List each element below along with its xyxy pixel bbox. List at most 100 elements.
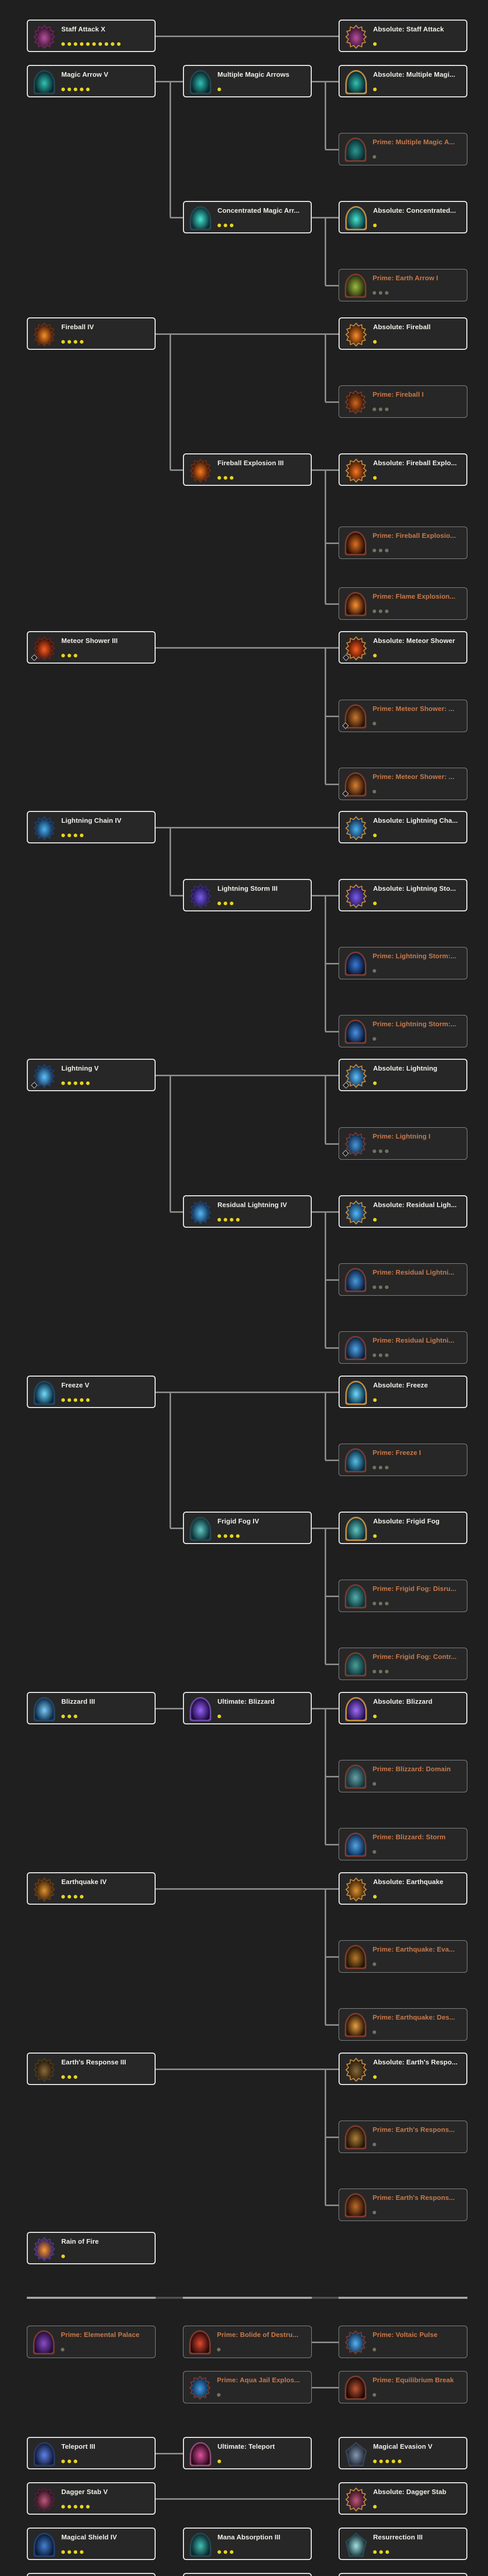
skill-card-staff-attack-x[interactable]: Staff Attack X	[27, 20, 156, 52]
skill-card-multiple-magic-arrows[interactable]: Multiple Magic Arrows	[183, 65, 312, 97]
skill-card-earthquake-iv[interactable]: Earthquake IV	[27, 1872, 156, 1905]
skill-card-lightning-v[interactable]: Lightning V	[27, 1059, 156, 1091]
skill-card-ultimate-teleport[interactable]: Ultimate: Teleport	[183, 2437, 312, 2469]
skill-title: Prime: Freeze I	[373, 1449, 421, 1456]
skill-card-prime-frigid-fog-disru[interactable]: Prime: Frigid Fog: Disru...	[339, 1580, 467, 1612]
skill-card-absolute-meteor-shower[interactable]: Absolute: Meteor Shower	[339, 631, 467, 664]
skill-icon-art	[346, 1337, 365, 1359]
skill-card-prime-lightning-storm[interactable]: Prime: Lightning Storm:...	[339, 1015, 467, 1047]
awakening-diamond-badge-icon	[343, 654, 349, 661]
skill-card-absolute-earth-s-respo[interactable]: Absolute: Earth's Respo...	[339, 2053, 467, 2085]
skill-card-freeze-v[interactable]: Freeze V	[27, 1376, 156, 1408]
skill-card-prime-multiple-magic-a[interactable]: Prime: Multiple Magic A...	[339, 133, 467, 165]
skill-title: Prime: Earth's Respons...	[373, 2126, 455, 2133]
skill-icon-art	[191, 1202, 210, 1223]
skill-card-absolute-concentrated[interactable]: Absolute: Concentrated...	[339, 201, 467, 233]
skill-card-prime-blizzard-storm[interactable]: Prime: Blizzard: Storm	[339, 1828, 467, 1860]
skill-title: Absolute: Lightning	[373, 1064, 437, 1072]
skill-card-fireball-explosion-iii[interactable]: Fireball Explosion III	[183, 453, 312, 486]
skill-card-prime-flame-explosion[interactable]: Prime: Flame Explosion...	[339, 587, 467, 620]
skill-level-dots	[373, 1037, 466, 1041]
section-divider	[339, 2297, 467, 2299]
skill-card-absolute-dagger-stab[interactable]: Absolute: Dagger Stab	[339, 2482, 467, 2515]
skill-card-prime-residual-lightni[interactable]: Prime: Residual Lightni...	[339, 1263, 467, 1296]
skill-card-fireball-iv[interactable]: Fireball IV	[27, 317, 156, 350]
skill-card-prime-earthquake-des[interactable]: Prime: Earthquake: Des...	[339, 2008, 467, 2041]
skill-card-mana-absorption-iii[interactable]: Mana Absorption III	[183, 2528, 312, 2560]
level-dot-filled	[74, 42, 77, 46]
skill-card-resurrection-iii[interactable]: Resurrection III	[339, 2528, 467, 2560]
skill-card-prime-freeze-i[interactable]: Prime: Freeze I	[339, 1444, 467, 1476]
skill-card-prime-meteor-shower[interactable]: Prime: Meteor Shower: ...	[339, 700, 467, 732]
skill-card-prime-fireball-i[interactable]: Prime: Fireball I	[339, 385, 467, 418]
skill-level-dots	[373, 2393, 466, 2397]
skill-card-meteor-shower-iii[interactable]: Meteor Shower III	[27, 631, 156, 664]
skill-card-absolute-fireball-explo[interactable]: Absolute: Fireball Explo...	[339, 453, 467, 486]
fireball-iv-icon	[33, 323, 55, 347]
skill-card-prime-lightning-storm[interactable]: Prime: Lightning Storm:...	[339, 947, 467, 979]
skill-card-absolute-freeze[interactable]: Absolute: Freeze	[339, 1376, 467, 1408]
skill-card-healing-lighthouse-iv[interactable]: Healing Lighthouse IV	[339, 2573, 467, 2576]
skill-title: Lightning Chain IV	[61, 817, 122, 824]
skill-card-prime-meteor-shower[interactable]: Prime: Meteor Shower: ...	[339, 768, 467, 800]
skill-level-dots	[217, 1218, 311, 1222]
skill-card-absolute-lightning-sto[interactable]: Absolute: Lightning Sto...	[339, 879, 467, 911]
level-dot-empty	[385, 1602, 389, 1605]
skill-card-prime-frigid-fog-contr[interactable]: Prime: Frigid Fog: Contr...	[339, 1648, 467, 1680]
skill-card-prime-equilibrium-break[interactable]: Prime: Equilibrium Break	[339, 2371, 467, 2403]
skill-card-absolute-staff-attack[interactable]: Absolute: Staff Attack	[339, 20, 467, 52]
skill-card-prime-bolide-of-destru[interactable]: Prime: Bolide of Destru...	[183, 2326, 312, 2358]
skill-card-absolute-lightning-cha[interactable]: Absolute: Lightning Cha...	[339, 811, 467, 843]
skill-card-frigid-fog-iv[interactable]: Frigid Fog IV	[183, 1512, 312, 1544]
skill-card-absolute-lightning[interactable]: Absolute: Lightning	[339, 1059, 467, 1091]
skill-card-prime-aqua-jail-explos[interactable]: Prime: Aqua Jail Explos...	[183, 2371, 312, 2403]
skill-card-healing-aura-v[interactable]: Healing Aura V	[183, 2573, 312, 2576]
skill-card-prime-earthquake-eva[interactable]: Prime: Earthquake: Eva...	[339, 1940, 467, 1973]
prime-earthquake-eva-icon	[345, 1945, 366, 1969]
prime-residual-lightni-icon	[345, 1336, 366, 1360]
skill-icon-art	[347, 26, 365, 47]
skill-card-prime-residual-lightni[interactable]: Prime: Residual Lightni...	[339, 1331, 467, 1364]
level-dot-filled	[68, 834, 71, 837]
level-dot-filled	[74, 2550, 77, 2554]
skill-card-lightning-chain-iv[interactable]: Lightning Chain IV	[27, 811, 156, 843]
skill-card-prime-earth-arrow-i[interactable]: Prime: Earth Arrow I	[339, 269, 467, 301]
skill-card-prime-lightning-i[interactable]: Prime: Lightning I	[339, 1127, 467, 1160]
skill-card-residual-lightning-iv[interactable]: Residual Lightning IV	[183, 1195, 312, 1228]
skill-icon-art	[347, 1518, 365, 1539]
skill-card-absolute-frigid-fog[interactable]: Absolute: Frigid Fog	[339, 1512, 467, 1544]
skill-card-earth-s-response-iii[interactable]: Earth's Response III	[27, 2053, 156, 2085]
skill-card-absolute-residual-ligh[interactable]: Absolute: Residual Ligh...	[339, 1195, 467, 1228]
skill-card-speed-spell-iii[interactable]: Speed Spell III	[27, 2573, 156, 2576]
level-dot-empty	[379, 1602, 382, 1605]
skill-icon-art	[191, 2444, 210, 2465]
level-dot-filled	[61, 340, 65, 344]
skill-card-magical-evasion-v[interactable]: Magical Evasion V	[339, 2437, 467, 2469]
skill-card-prime-blizzard-domain[interactable]: Prime: Blizzard: Domain	[339, 1760, 467, 1792]
skill-card-prime-voltaic-pulse[interactable]: Prime: Voltaic Pulse	[339, 2326, 467, 2358]
skill-card-magic-arrow-v[interactable]: Magic Arrow V	[27, 65, 156, 97]
skill-card-absolute-fireball[interactable]: Absolute: Fireball	[339, 317, 467, 350]
skill-card-prime-elemental-palace[interactable]: Prime: Elemental Palace	[27, 2326, 156, 2358]
skill-card-magical-shield-iv[interactable]: Magical Shield IV	[27, 2528, 156, 2560]
skill-card-ultimate-blizzard[interactable]: Ultimate: Blizzard	[183, 1692, 312, 1724]
skill-card-prime-earth-s-respons[interactable]: Prime: Earth's Respons...	[339, 2121, 467, 2153]
skill-card-lightning-storm-iii[interactable]: Lightning Storm III	[183, 879, 312, 911]
skill-card-dagger-stab-v[interactable]: Dagger Stab V	[27, 2482, 156, 2515]
skill-card-prime-earth-s-respons[interactable]: Prime: Earth's Respons...	[339, 2189, 467, 2221]
level-dot-filled	[61, 2255, 65, 2258]
connector-line	[325, 1889, 326, 2025]
connector-line	[325, 963, 339, 964]
level-dot-empty	[217, 2348, 221, 2351]
skill-level-dots	[217, 476, 311, 480]
skill-card-rain-of-fire[interactable]: Rain of Fire	[27, 2232, 156, 2264]
skill-card-concentrated-magic-arr[interactable]: Concentrated Magic Arr...	[183, 201, 312, 233]
skill-card-prime-fireball-explosio[interactable]: Prime: Fireball Explosio...	[339, 527, 467, 559]
skill-card-blizzard-iii[interactable]: Blizzard III	[27, 1692, 156, 1724]
skill-icon-art	[347, 2059, 365, 2080]
skill-card-absolute-multiple-magi[interactable]: Absolute: Multiple Magi...	[339, 65, 467, 97]
level-dot-filled	[61, 2505, 65, 2509]
skill-card-absolute-earthquake[interactable]: Absolute: Earthquake	[339, 1872, 467, 1905]
skill-card-absolute-blizzard[interactable]: Absolute: Blizzard	[339, 1692, 467, 1724]
skill-card-teleport-iii[interactable]: Teleport III	[27, 2437, 156, 2469]
